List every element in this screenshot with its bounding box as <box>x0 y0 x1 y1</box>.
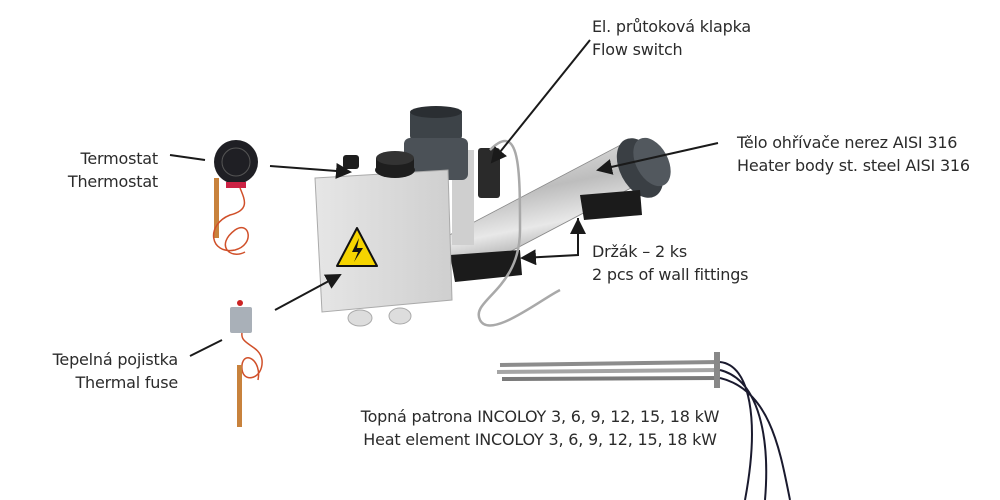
label-flow-switch: El. průtoková klapka Flow switch <box>592 15 751 61</box>
control-box <box>314 151 453 327</box>
label-heater-body: Tělo ohřívače nerez AISI 316 Heater body… <box>737 131 970 177</box>
leader-lines <box>169 39 719 357</box>
label-en: Thermal fuse <box>75 373 178 392</box>
label-en: 2 pcs of wall fittings <box>592 265 749 284</box>
label-thermostat: Termostat Thermostat <box>68 147 158 193</box>
label-en: Heater body st. steel AISI 316 <box>737 156 970 175</box>
wall-bracket <box>450 190 642 282</box>
label-cz: Topná patrona INCOLOY 3, 6, 9, 12, 15, 1… <box>360 407 720 426</box>
thermostat-part <box>213 140 258 255</box>
label-cz: Termostat <box>80 149 159 168</box>
label-cz: Tepelná pojistka <box>52 350 179 369</box>
label-cz: Držák – 2 ks <box>592 242 688 261</box>
label-en: Flow switch <box>592 40 683 59</box>
label-cz: Tělo ohřívače nerez AISI 316 <box>737 133 958 152</box>
label-heat-element: Topná patrona INCOLOY 3, 6, 9, 12, 15, 1… <box>340 405 740 451</box>
thermal-fuse-part <box>230 300 263 427</box>
warning-icon <box>336 227 378 267</box>
heat-element-part <box>496 352 791 500</box>
label-cz: El. průtoková klapka <box>592 17 751 36</box>
label-wall-fittings: Držák – 2 ks 2 pcs of wall fittings <box>592 240 749 286</box>
label-en: Heat element INCOLOY 3, 6, 9, 12, 15, 18… <box>363 430 717 449</box>
union-fitting <box>404 106 474 245</box>
label-en: Thermostat <box>67 172 158 191</box>
label-thermal-fuse: Tepelná pojistka Thermal fuse <box>52 348 179 394</box>
